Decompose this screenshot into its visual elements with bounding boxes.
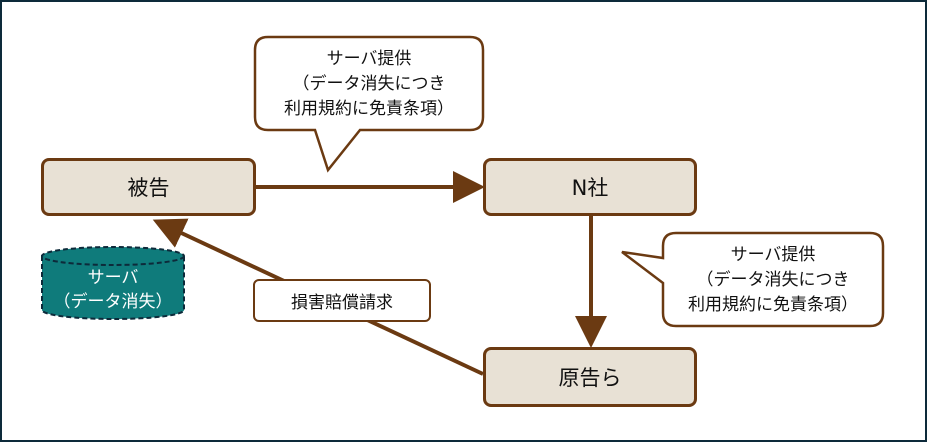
node-plaintiffs: 原告ら (483, 347, 697, 407)
server-cylinder-icon (41, 246, 185, 320)
node-plaintiffs-label: 原告ら (558, 366, 622, 390)
callout-right-text: サーバ提供 （データ消失につき 利用規約に免責条項） (663, 235, 883, 325)
node-n-company: N社 (483, 158, 697, 216)
server-label-line1: サーバ (87, 268, 139, 288)
node-defendant-label: 被告 (127, 176, 170, 200)
server-label: サーバ （データ消失） (42, 262, 184, 318)
node-defendant: 被告 (41, 158, 256, 216)
callout-top-line1: サーバ提供 (326, 48, 412, 69)
callout-right-bubble (621, 231, 885, 328)
callout-right-line3: 利用規約に免責条項） (688, 294, 858, 315)
server-label-line2: （データ消失） (53, 292, 173, 312)
callout-top-line3: 利用規約に免責条項） (284, 98, 454, 119)
callout-right-line2: （データ消失につき (696, 269, 850, 290)
callout-right-line1: サーバ提供 (730, 244, 816, 265)
node-n-company-label: N社 (571, 176, 609, 200)
callout-top-line2: （データ消失につき (292, 73, 446, 94)
callout-top-bubble (253, 35, 485, 173)
callout-top-text: サーバ提供 （データ消失につき 利用規約に免責条項） (255, 39, 483, 129)
damages-claim-text: 損害賠償請求 (291, 293, 393, 313)
damages-claim-label: 損害賠償請求 (253, 279, 431, 322)
